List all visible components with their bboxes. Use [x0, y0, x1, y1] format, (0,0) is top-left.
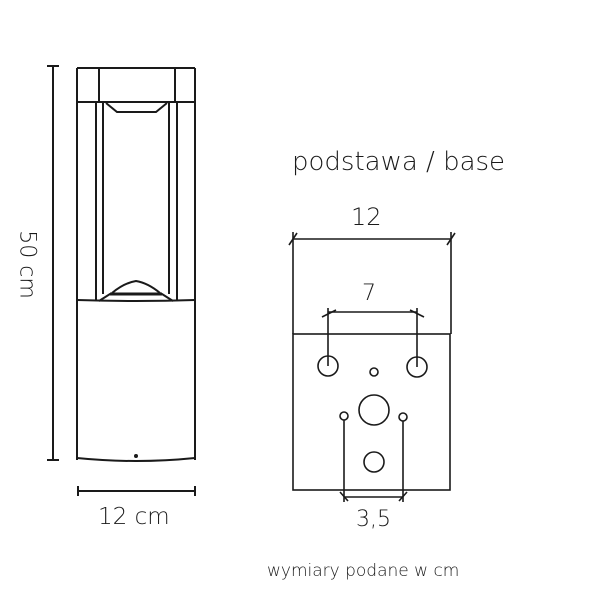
cable-hole-lower — [363, 451, 385, 473]
height-dimension-line — [47, 65, 59, 461]
mount-hole-left — [317, 355, 339, 377]
lamp-front-view — [76, 67, 196, 462]
base-drawing — [288, 232, 456, 502]
base-title: podstawa / base — [292, 147, 506, 177]
width-label: 12 cm — [98, 504, 170, 530]
base-plate — [292, 333, 451, 491]
lamp-indicator-dot — [134, 454, 138, 458]
mount-hole-right — [406, 356, 428, 378]
small-hole-left — [339, 411, 349, 421]
width-dimension-line — [77, 486, 196, 496]
cable-hole-large — [358, 394, 390, 426]
small-hole-top — [369, 367, 379, 377]
small-hole-right — [398, 412, 408, 422]
mount-spacing-label: 7 — [362, 281, 376, 306]
height-label: 50 cm — [14, 230, 40, 299]
units-note: wymiary podane w cm — [267, 561, 460, 581]
cable-spacing-label: 3,5 — [356, 507, 391, 532]
base-width-label: 12 — [351, 203, 382, 231]
